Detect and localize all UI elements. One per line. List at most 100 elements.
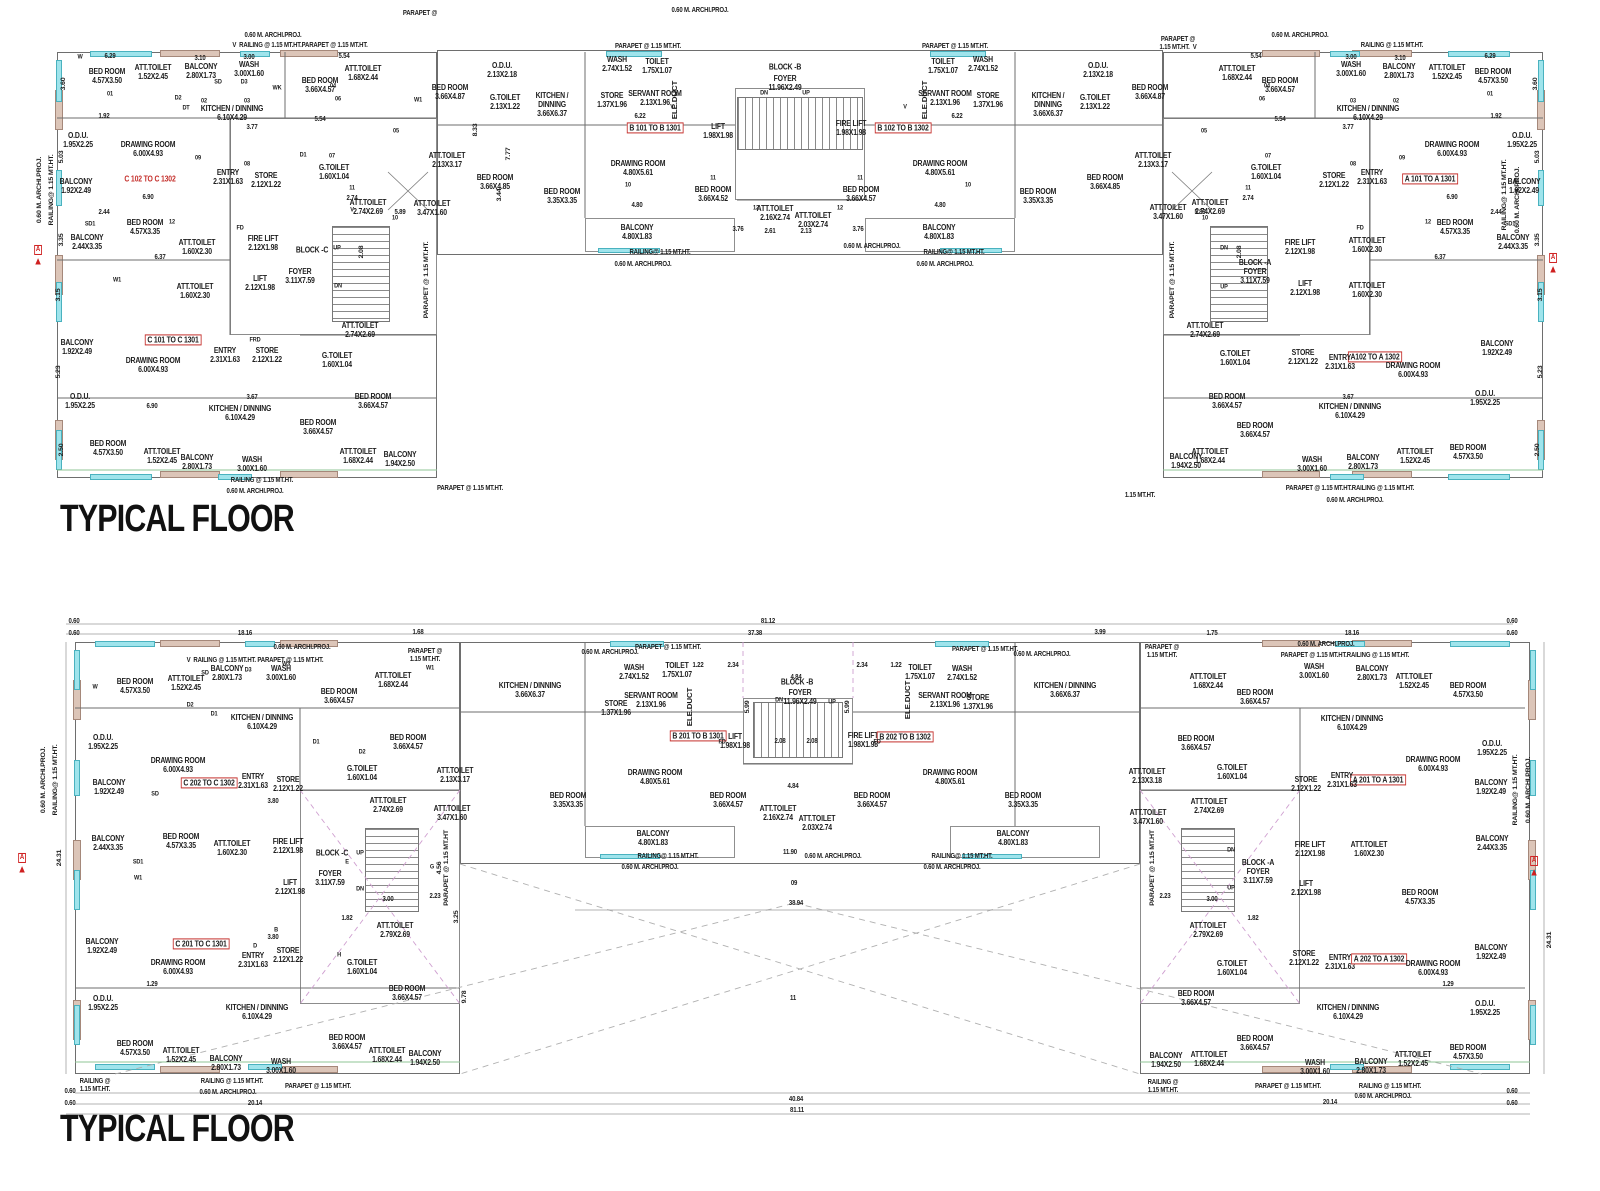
dimension-text: 18.16 <box>237 629 253 637</box>
room-label: STORE 1.37X1.96 <box>597 90 627 109</box>
room-label: LIFT 2.12X1.98 <box>245 273 275 292</box>
room-label: FIRE LIFT 2.12X1.98 <box>247 233 279 252</box>
room-label: LIFT 2.12X1.98 <box>1290 278 1320 297</box>
window-marker <box>218 474 252 480</box>
dimension-text: 5.54 <box>338 52 350 60</box>
door-window-tag: SD1 <box>84 220 96 228</box>
room-label: FOYER 11.96X2.49 <box>768 73 802 92</box>
window-marker <box>1538 60 1544 102</box>
room-label: STORE 2.12X1.22 <box>1288 347 1318 366</box>
unit-range-label: A102 TO A 1302 <box>1347 351 1403 363</box>
room-label: BED ROOM 3.66X4.87 <box>1131 82 1169 101</box>
room-label: ATT.TOILET 1.68X2.44 <box>368 1045 406 1064</box>
door-window-tag: SD <box>214 78 222 86</box>
room-label: WASH 3.00X1.60 <box>1299 661 1329 680</box>
door-window-tag: SD1 <box>132 858 144 866</box>
room-label: ATT.TOILET 2.79X2.69 <box>1189 920 1227 939</box>
dimension-text: 5.99 <box>844 700 851 714</box>
door-window-tag: DT <box>182 104 190 112</box>
dimension-text: 20.14 <box>247 1099 263 1107</box>
door-window-tag: E <box>345 858 349 866</box>
edge-annotation: RAILING@ 1.15 MT.HT. <box>629 248 691 256</box>
door-window-tag: 11 <box>857 174 863 182</box>
wall-pier <box>1262 640 1320 647</box>
dimension-text: 24.31 <box>56 849 63 867</box>
dimension-text: 18.16 <box>1344 629 1360 637</box>
door-window-tag: DN <box>1227 846 1235 854</box>
door-window-tag: 11 <box>1245 184 1251 192</box>
room-label: ATT.TOILET 3.47X1.60 <box>413 198 451 217</box>
room-label: LIFT 2.12X1.98 <box>275 877 305 896</box>
dimension-text: 3.67 <box>1342 393 1354 401</box>
edge-annotation: PARAPET @ 1.15 MT.HT. <box>921 42 989 50</box>
window-marker <box>90 51 152 57</box>
edge-annotation: 0.60 M. ARCHI.PROJ. <box>804 852 862 860</box>
wall-pier <box>160 1066 220 1073</box>
dimension-text: 09 <box>790 879 798 887</box>
room-label: BALCONY 2.80X1.73 <box>209 1053 243 1072</box>
room-label: BED ROOM 4.57X3.50 <box>116 676 154 695</box>
unit-range-label: C 102 TO C 1302 <box>124 174 176 184</box>
room-label: ELE.DUCT <box>686 687 694 727</box>
room-label: BALCONY 4.80X1.83 <box>620 222 654 241</box>
room-label: DRAWING ROOM 6.00X4.93 <box>1385 360 1441 379</box>
dimension-text: 3.99 <box>1094 628 1106 636</box>
dimension-text: 2.61 <box>764 227 776 235</box>
window-marker <box>1335 641 1365 647</box>
room-label: ATT.TOILET 2.74X2.69 <box>1191 197 1229 216</box>
room-label: BALCONY 1.92X2.49 <box>59 176 93 195</box>
door-window-tag: 06 <box>1259 95 1265 103</box>
room-label: ENTRY 2.31X1.63 <box>1325 952 1355 971</box>
room-label: BED ROOM 3.66X4.57 <box>320 686 358 705</box>
door-window-tag: UP <box>802 89 810 97</box>
room-label: ATT.TOILET 1.60X2.30 <box>176 281 214 300</box>
room-label: KITCHEN / DINNING 6.10X4.29 <box>208 403 272 422</box>
door-window-tag: D3 <box>244 666 252 674</box>
room-label: BLOCK -A FOYER 3.11X7.59 <box>1238 258 1272 286</box>
window-marker <box>56 282 62 322</box>
room-label: BED ROOM 3.66X4.85 <box>1086 172 1124 191</box>
room-label: BED ROOM 3.66X4.57 <box>709 790 747 809</box>
room-label: ENTRY 2.31X1.63 <box>210 345 240 364</box>
room-label: BED ROOM 3.66X4.52 <box>694 184 732 203</box>
edge-annotation: 0.60 M. ARCHI.PROJ. <box>1354 1092 1412 1100</box>
door-window-tag: SD1 <box>1504 220 1516 228</box>
window-marker <box>1530 760 1536 796</box>
room-label: BED ROOM 4.57X3.35 <box>1401 887 1439 906</box>
room-label: BED ROOM 4.57X3.35 <box>162 831 200 850</box>
room-label: O.D.U. 1.95X2.25 <box>63 130 93 149</box>
door-window-tag: W1 <box>112 276 122 284</box>
room-label: ATT.TOILET 3.47X1.60 <box>1149 202 1187 221</box>
wall-outline <box>950 826 1100 858</box>
room-label: BALCONY 2.44X3.35 <box>1475 833 1509 852</box>
dimension-text: 1.22 <box>890 661 902 669</box>
unit-range-label: C 101 TO C 1301 <box>144 334 202 346</box>
dimension-text: 2.23 <box>1159 892 1171 900</box>
room-label: BED ROOM 4.57X3.50 <box>88 66 126 85</box>
door-window-tag: DN <box>1220 244 1228 252</box>
room-label: ATT.TOILET 2.74X2.69 <box>1186 320 1224 339</box>
dimension-text: 3.00 <box>382 895 394 903</box>
dimension-text: 0.60 <box>64 1087 76 1095</box>
room-label: WASH 2.74X1.52 <box>619 662 649 681</box>
room-label: ENTRY 2.31X1.63 <box>1325 352 1355 371</box>
door-window-tag: FD <box>873 738 881 746</box>
edge-annotation: 0.60 M. ARCHI.PROJ. <box>1013 650 1071 658</box>
door-window-tag: 04 <box>1264 82 1270 90</box>
room-label: KITCHEN / DINNING 6.10X4.29 <box>1336 103 1400 122</box>
window-marker <box>1330 51 1360 57</box>
dimension-text: 37.38 <box>747 629 763 637</box>
door-window-tag: 05 <box>393 127 399 135</box>
room-label: O.D.U. 1.95X2.25 <box>88 732 118 751</box>
window-marker <box>935 641 989 647</box>
edge-annotation: RAILING@ 1.15 MT.HT. <box>923 248 985 256</box>
room-label: ATT.TOILET 1.68X2.44 <box>374 670 412 689</box>
room-label: BALCONY 1.92X2.49 <box>85 936 119 955</box>
door-window-tag: H <box>337 951 341 959</box>
edge-annotation: 0.60 M. ARCHI.PROJ. <box>40 746 47 814</box>
edge-annotation: PARAPET @ <box>402 9 438 17</box>
room-label: O.D.U. 2.13X2.18 <box>1083 60 1113 79</box>
window-marker <box>606 51 662 57</box>
dimension-text: 0.60 <box>1506 617 1518 625</box>
